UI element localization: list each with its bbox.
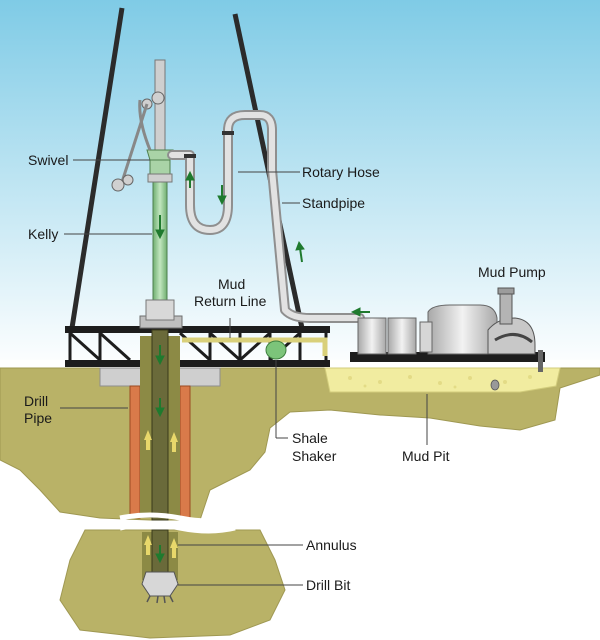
- label-kelly: Kelly: [28, 226, 58, 242]
- mud-pit: [324, 367, 561, 393]
- hose-clamp-2: [222, 131, 234, 135]
- kelly-pipe: [152, 169, 168, 321]
- leader-lines: [60, 159, 428, 586]
- label-mud-return-line-2: Return Line: [194, 293, 267, 309]
- derrick-leg-left: [69, 7, 125, 329]
- pump-platform: [350, 352, 545, 362]
- mud-texture: [348, 375, 532, 389]
- break-line-top: [119, 512, 236, 524]
- mud-drain-cap: [490, 379, 500, 391]
- drill-pipe-upper: [151, 329, 169, 521]
- kelly-saver: [145, 299, 175, 321]
- drill-bit: [141, 571, 179, 604]
- label-standpipe: Standpipe: [302, 195, 365, 211]
- flow-arrows-down: [155, 185, 227, 564]
- label-shale-shaker-1: Shale: [292, 430, 328, 446]
- flow-arrows-up: [185, 170, 370, 317]
- label-mud-pit: Mud Pit: [402, 448, 450, 464]
- shale-shaker: [265, 340, 287, 360]
- label-drill-bit: Drill Bit: [306, 577, 350, 593]
- label-drill-pipe-2: Pipe: [24, 410, 52, 426]
- label-drill-pipe-1: Drill: [24, 393, 48, 409]
- pump-platform-post: [538, 350, 543, 372]
- rotary-hose-inner: [169, 112, 363, 321]
- break-line-bottom: [119, 522, 236, 534]
- label-annulus: Annulus: [306, 537, 357, 553]
- flow-arrows-annulus: [144, 430, 178, 558]
- mud-return-line: [182, 337, 328, 356]
- mud-pump-assembly: [357, 287, 536, 355]
- label-shale-shaker-2: Shaker: [292, 448, 337, 464]
- swivel-body: [111, 59, 174, 192]
- casing-left: [129, 385, 141, 519]
- hose-clamp-1: [184, 154, 196, 158]
- label-swivel: Swivel: [28, 152, 68, 168]
- casing-right: [179, 385, 191, 519]
- label-mud-pump: Mud Pump: [478, 264, 546, 280]
- label-mud-return-line-1: Mud: [218, 276, 245, 292]
- label-rotary-hose: Rotary Hose: [302, 164, 380, 180]
